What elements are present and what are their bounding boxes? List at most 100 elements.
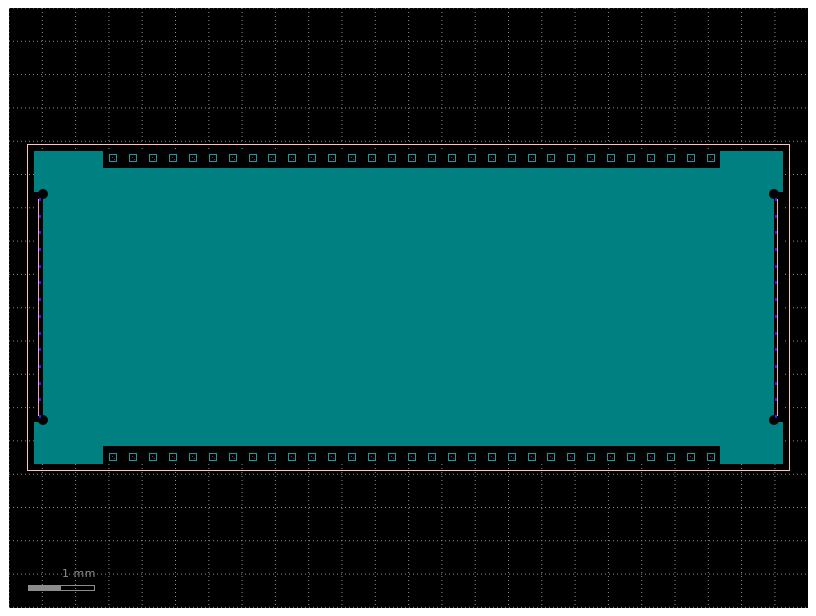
top-pad[interactable] (567, 154, 575, 162)
top-pad[interactable] (687, 154, 695, 162)
edge-pin-marker[interactable] (775, 348, 777, 351)
bottom-pad[interactable] (468, 453, 476, 461)
top-pad[interactable] (109, 154, 117, 162)
top-pad[interactable] (268, 154, 276, 162)
top-pad[interactable] (149, 154, 157, 162)
bottom-pad[interactable] (249, 453, 257, 461)
pcb-viewer-canvas[interactable] (9, 8, 808, 608)
top-pad[interactable] (448, 154, 456, 162)
edge-pin-marker[interactable] (39, 215, 41, 218)
bottom-pad[interactable] (428, 453, 436, 461)
edge-pin-marker[interactable] (39, 198, 41, 201)
bottom-pad[interactable] (687, 453, 695, 461)
top-pad[interactable] (667, 154, 675, 162)
bottom-pad[interactable] (607, 453, 615, 461)
bottom-pad[interactable] (229, 453, 237, 461)
bottom-pad[interactable] (109, 453, 117, 461)
top-pad[interactable] (308, 154, 316, 162)
top-pad[interactable] (647, 154, 655, 162)
edge-pin-marker[interactable] (775, 315, 777, 318)
edge-pin-marker[interactable] (775, 248, 777, 251)
top-pad[interactable] (368, 154, 376, 162)
top-pad[interactable] (707, 154, 715, 162)
bottom-pad[interactable] (547, 453, 555, 461)
edge-pin-marker[interactable] (39, 365, 41, 368)
bottom-pad[interactable] (388, 453, 396, 461)
notch-corner (769, 189, 779, 199)
bottom-pad[interactable] (348, 453, 356, 461)
top-pad[interactable] (488, 154, 496, 162)
edge-pin-marker[interactable] (39, 332, 41, 335)
bottom-pad[interactable] (189, 453, 197, 461)
edge-pin-marker[interactable] (775, 298, 777, 301)
edge-pin-marker[interactable] (775, 365, 777, 368)
bottom-pad[interactable] (667, 453, 675, 461)
top-pad[interactable] (528, 154, 536, 162)
top-pad[interactable] (169, 154, 177, 162)
top-pad[interactable] (607, 154, 615, 162)
edge-pin-marker[interactable] (39, 281, 41, 284)
bottom-pad[interactable] (528, 453, 536, 461)
bottom-pad[interactable] (268, 453, 276, 461)
pad-center-dot (214, 159, 215, 160)
bottom-pad[interactable] (627, 453, 635, 461)
top-pad[interactable] (547, 154, 555, 162)
top-pad[interactable] (229, 154, 237, 162)
edge-pin-marker[interactable] (775, 231, 777, 234)
edge-pin-marker[interactable] (39, 415, 41, 418)
edge-pin-marker[interactable] (39, 315, 41, 318)
pad-center-dot (632, 159, 633, 160)
top-pad[interactable] (328, 154, 336, 162)
top-pad[interactable] (189, 154, 197, 162)
copper-pour[interactable] (34, 151, 783, 464)
pad-center-dot (511, 456, 512, 457)
edge-pin-marker[interactable] (39, 265, 41, 268)
bottom-pad[interactable] (508, 453, 516, 461)
bottom-pad[interactable] (209, 453, 217, 461)
edge-pin-marker[interactable] (39, 231, 41, 234)
bottom-pad[interactable] (368, 453, 376, 461)
bottom-pad[interactable] (587, 453, 595, 461)
top-pad[interactable] (508, 154, 516, 162)
edge-pin-marker[interactable] (775, 215, 777, 218)
bottom-pad[interactable] (328, 453, 336, 461)
top-pad[interactable] (428, 154, 436, 162)
bottom-pad[interactable] (488, 453, 496, 461)
edge-pin-marker[interactable] (39, 348, 41, 351)
edge-pin-marker[interactable] (775, 198, 777, 201)
pad-center-dot (331, 456, 332, 457)
pcb-drawing[interactable] (9, 8, 808, 608)
edge-pin-marker[interactable] (39, 398, 41, 401)
pad-center-dot (114, 159, 115, 160)
top-pad[interactable] (288, 154, 296, 162)
bottom-pad[interactable] (647, 453, 655, 461)
top-pad[interactable] (209, 154, 217, 162)
edge-pin-marker[interactable] (775, 281, 777, 284)
edge-pin-marker[interactable] (775, 265, 777, 268)
bottom-pad[interactable] (567, 453, 575, 461)
top-pad[interactable] (468, 154, 476, 162)
top-pad[interactable] (348, 154, 356, 162)
edge-pin-marker[interactable] (39, 382, 41, 385)
edge-pin-marker[interactable] (39, 298, 41, 301)
bottom-pad[interactable] (408, 453, 416, 461)
bottom-pad[interactable] (288, 453, 296, 461)
pad-center-dot (391, 456, 392, 457)
edge-pin-marker[interactable] (39, 248, 41, 251)
top-pad[interactable] (249, 154, 257, 162)
bottom-pad[interactable] (448, 453, 456, 461)
edge-pin-marker[interactable] (775, 382, 777, 385)
bottom-pad[interactable] (169, 453, 177, 461)
bottom-pad[interactable] (707, 453, 715, 461)
top-pad[interactable] (129, 154, 137, 162)
top-pad[interactable] (408, 154, 416, 162)
bottom-pad[interactable] (308, 453, 316, 461)
top-pad[interactable] (587, 154, 595, 162)
edge-pin-marker[interactable] (775, 415, 777, 418)
bottom-pad[interactable] (129, 453, 137, 461)
edge-pin-marker[interactable] (775, 398, 777, 401)
edge-pin-marker[interactable] (775, 332, 777, 335)
top-pad[interactable] (627, 154, 635, 162)
top-pad[interactable] (388, 154, 396, 162)
bottom-pad[interactable] (149, 453, 157, 461)
